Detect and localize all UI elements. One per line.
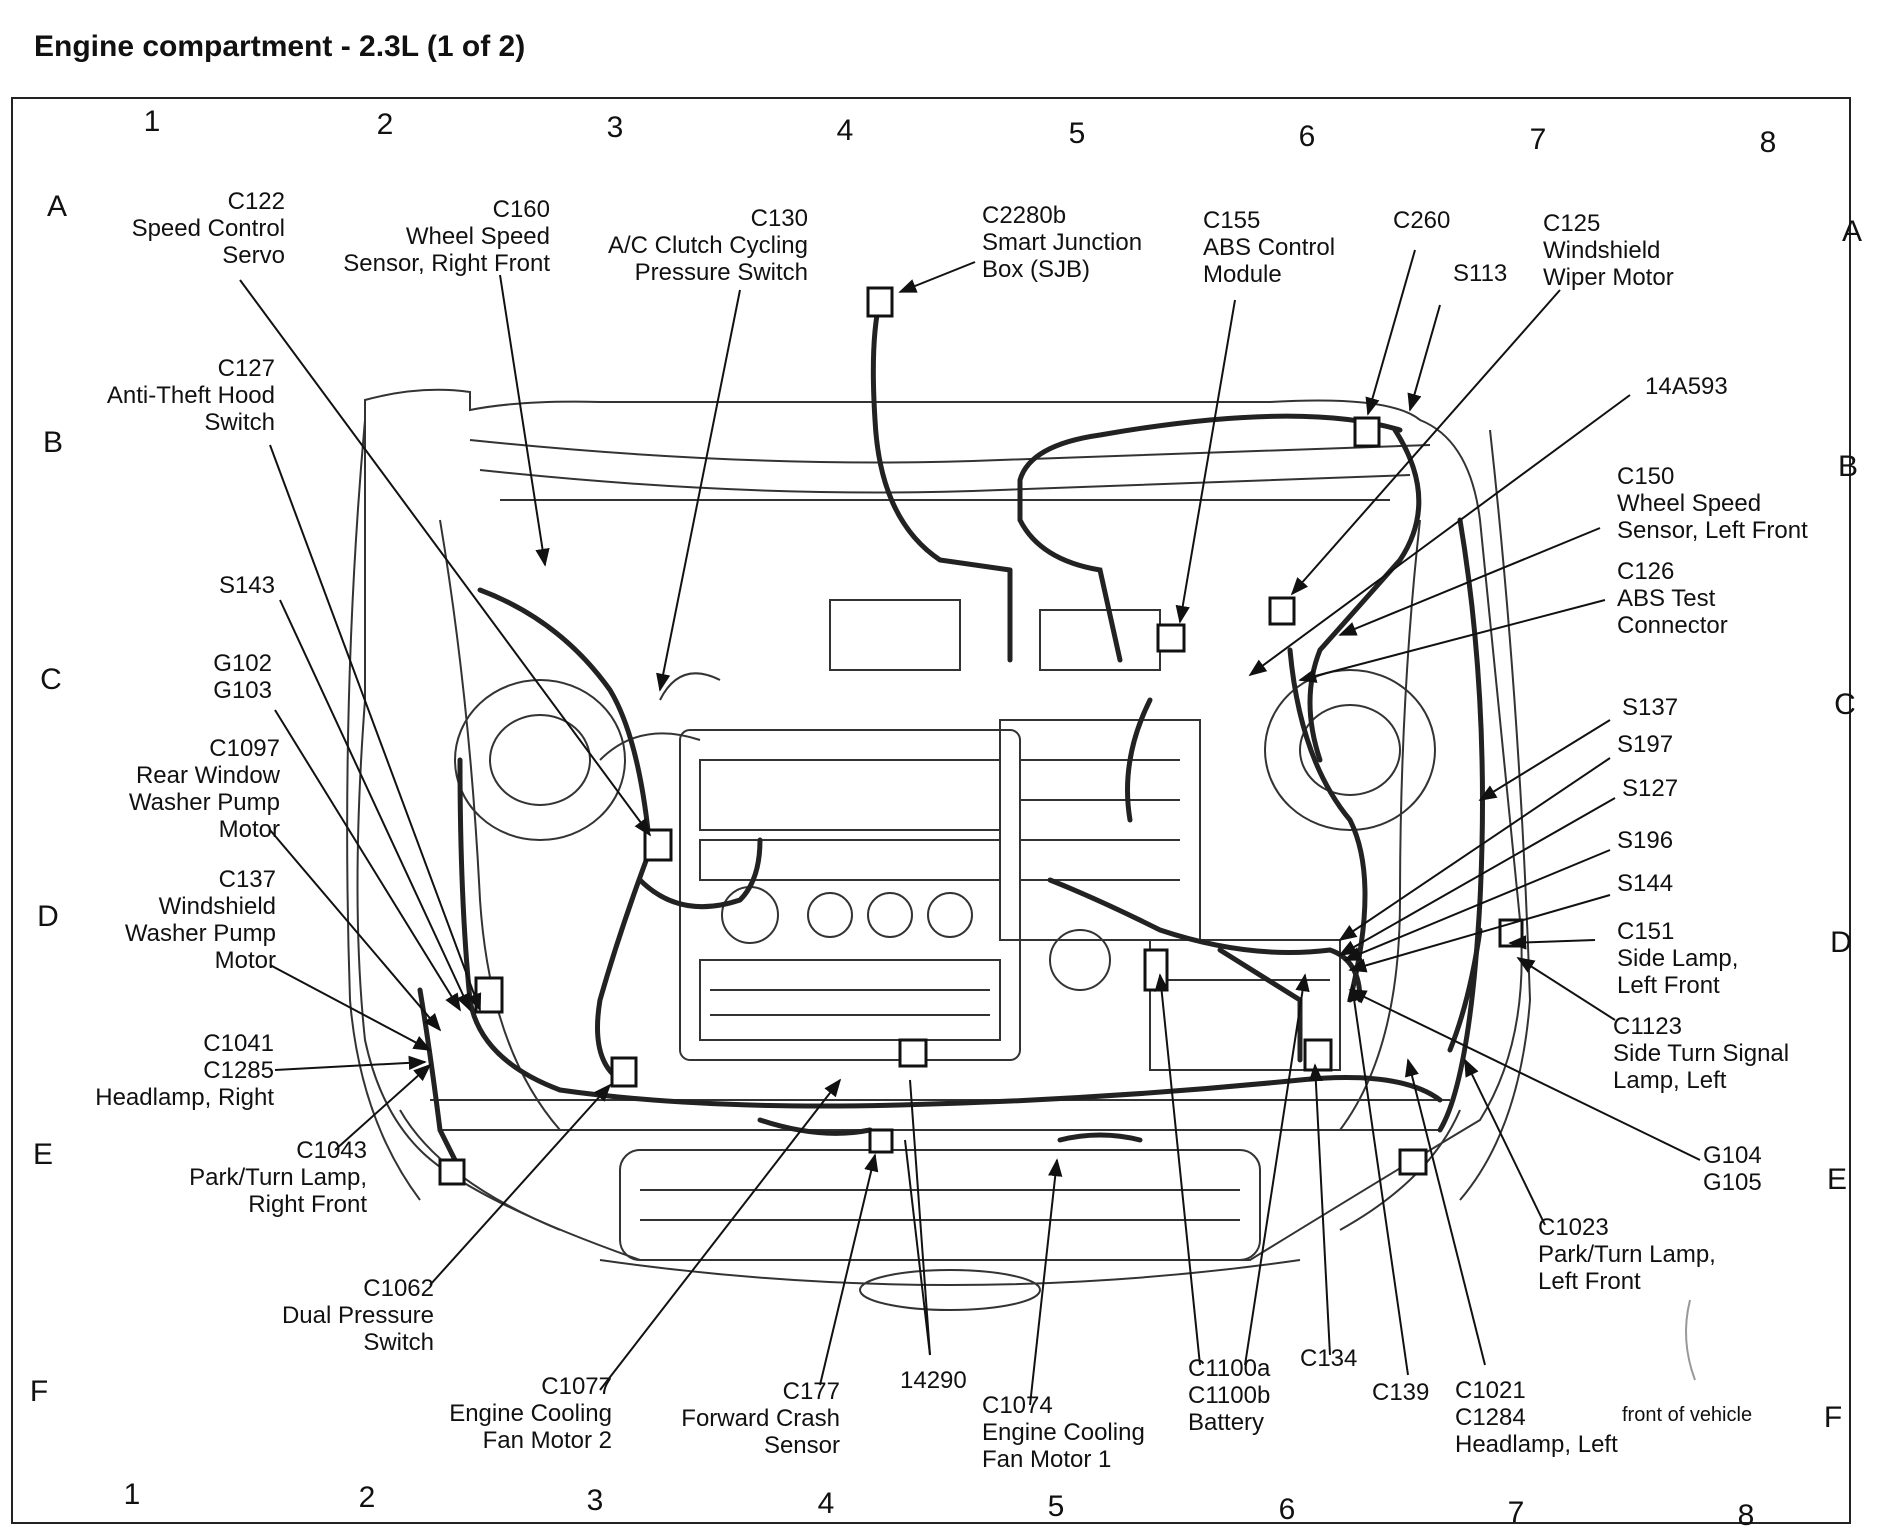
callout-c127: C127 Anti-Theft Hood Switch	[106, 355, 275, 436]
callout-c155: C155 ABS Control Module	[1203, 207, 1336, 288]
callout-c2280b: C2280b Smart Junction Box (SJB)	[982, 202, 1143, 283]
front-of-vehicle-label: front of vehicle	[1622, 1404, 1753, 1426]
grid-col-bottom-2: 2	[358, 1481, 376, 1514]
grid-row-left-c: C	[40, 663, 62, 696]
grid-row-right-b: B	[1837, 450, 1859, 483]
grid-row-right-f: F	[1823, 1401, 1843, 1434]
callout-g102-g103: G102 G103	[213, 650, 272, 704]
callout-c151: C151 Side Lamp, Left Front	[1617, 918, 1739, 999]
front-of-vehicle-arrow	[1685, 1299, 1696, 1381]
grid-col-bottom-1: 1	[123, 1478, 141, 1511]
callout-c1062: C1062 Dual Pressure Switch	[281, 1275, 434, 1356]
grid-row-right-a: A	[1841, 215, 1863, 248]
grid-row-left-d: D	[37, 900, 59, 933]
grid-row-left-e: E	[32, 1138, 54, 1171]
callout-14a593: 14A593	[1645, 373, 1728, 400]
grid-row-right-e: E	[1826, 1163, 1848, 1196]
callout-leaders	[239, 249, 1701, 1406]
callout-c260: C260	[1393, 207, 1451, 234]
callout-c125: C125 Windshield Wiper Motor	[1543, 210, 1674, 291]
callout-c139: C139	[1372, 1379, 1430, 1406]
callout-c177: C177 Forward Crash Sensor	[681, 1378, 840, 1459]
grid-col-top-7: 7	[1529, 123, 1547, 156]
callout-c126: C126 ABS Test Connector	[1617, 558, 1728, 639]
callout-c137: C137 Windshield Washer Pump Motor	[124, 866, 276, 974]
grid-col-bottom-6: 6	[1278, 1493, 1296, 1526]
callout-s127: S127	[1622, 775, 1679, 802]
grid-col-top-8: 8	[1759, 126, 1777, 159]
callout-14290: 14290	[900, 1367, 967, 1394]
grid-col-bottom-8: 8	[1737, 1499, 1755, 1532]
grid-col-top-1: 1	[143, 105, 161, 138]
grid-col-top-5: 5	[1068, 117, 1086, 150]
engine-block	[599, 599, 1341, 1071]
callout-c122: C122 Speed Control Servo	[131, 188, 285, 269]
callout-c134: C134	[1300, 1345, 1358, 1372]
grid-row-right-c: C	[1834, 688, 1856, 721]
callout-c1043: C1043 Park/Turn Lamp, Right Front	[189, 1137, 367, 1218]
vehicle-body-outline	[346, 388, 1532, 1311]
callout-s113: S113	[1453, 260, 1508, 287]
grid-col-bottom-7: 7	[1507, 1496, 1525, 1529]
callout-c1074: C1074 Engine Cooling Fan Motor 1	[982, 1392, 1145, 1473]
grid-col-top-4: 4	[836, 114, 854, 147]
callout-c1077: C1077 Engine Cooling Fan Motor 2	[449, 1373, 612, 1454]
callout-s196: S196	[1617, 827, 1674, 854]
wiring-harness	[417, 297, 1485, 1173]
grid-row-left-b: B	[42, 426, 64, 459]
callout-s197: S197	[1617, 731, 1674, 758]
grid-col-top-2: 2	[376, 108, 394, 141]
grid-row-right-d: D	[1830, 926, 1852, 959]
callout-c1097: C1097 Rear Window Washer Pump Motor	[128, 735, 280, 843]
callout-c1021-c1284: C1021 C1284 Headlamp, Left	[1455, 1377, 1618, 1458]
callout-c1100-battery: C1100a C1100b Battery	[1188, 1355, 1271, 1436]
callout-c150: C150 Wheel Speed Sensor, Left Front	[1617, 463, 1808, 544]
grid-row-left-a: A	[46, 190, 68, 223]
callout-c1023: C1023 Park/Turn Lamp, Left Front	[1538, 1214, 1716, 1295]
page-title: Engine compartment - 2.3L (1 of 2)	[34, 30, 526, 63]
callout-g104-g105: G104 G105	[1703, 1142, 1762, 1196]
diagram-frame	[11, 97, 1851, 1524]
grid-row-left-f: F	[29, 1375, 49, 1408]
grid-col-top-3: 3	[606, 111, 624, 144]
callout-s144: S144	[1617, 870, 1674, 897]
callout-c160: C160 Wheel Speed Sensor, Right Front	[343, 196, 550, 277]
grid-col-bottom-5: 5	[1047, 1490, 1065, 1523]
callout-s143: S143	[218, 572, 275, 599]
callout-s137: S137	[1622, 694, 1679, 721]
grid-col-top-6: 6	[1298, 120, 1316, 153]
grid-col-bottom-3: 3	[586, 1484, 604, 1517]
callout-c1123: C1123 Side Turn Signal Lamp, Left	[1613, 1013, 1790, 1094]
grid-col-bottom-4: 4	[817, 1487, 835, 1520]
callout-c130: C130 A/C Clutch Cycling Pressure Switch	[607, 205, 808, 286]
callout-c1041-c1285: C1041 C1285 Headlamp, Right	[95, 1030, 274, 1111]
